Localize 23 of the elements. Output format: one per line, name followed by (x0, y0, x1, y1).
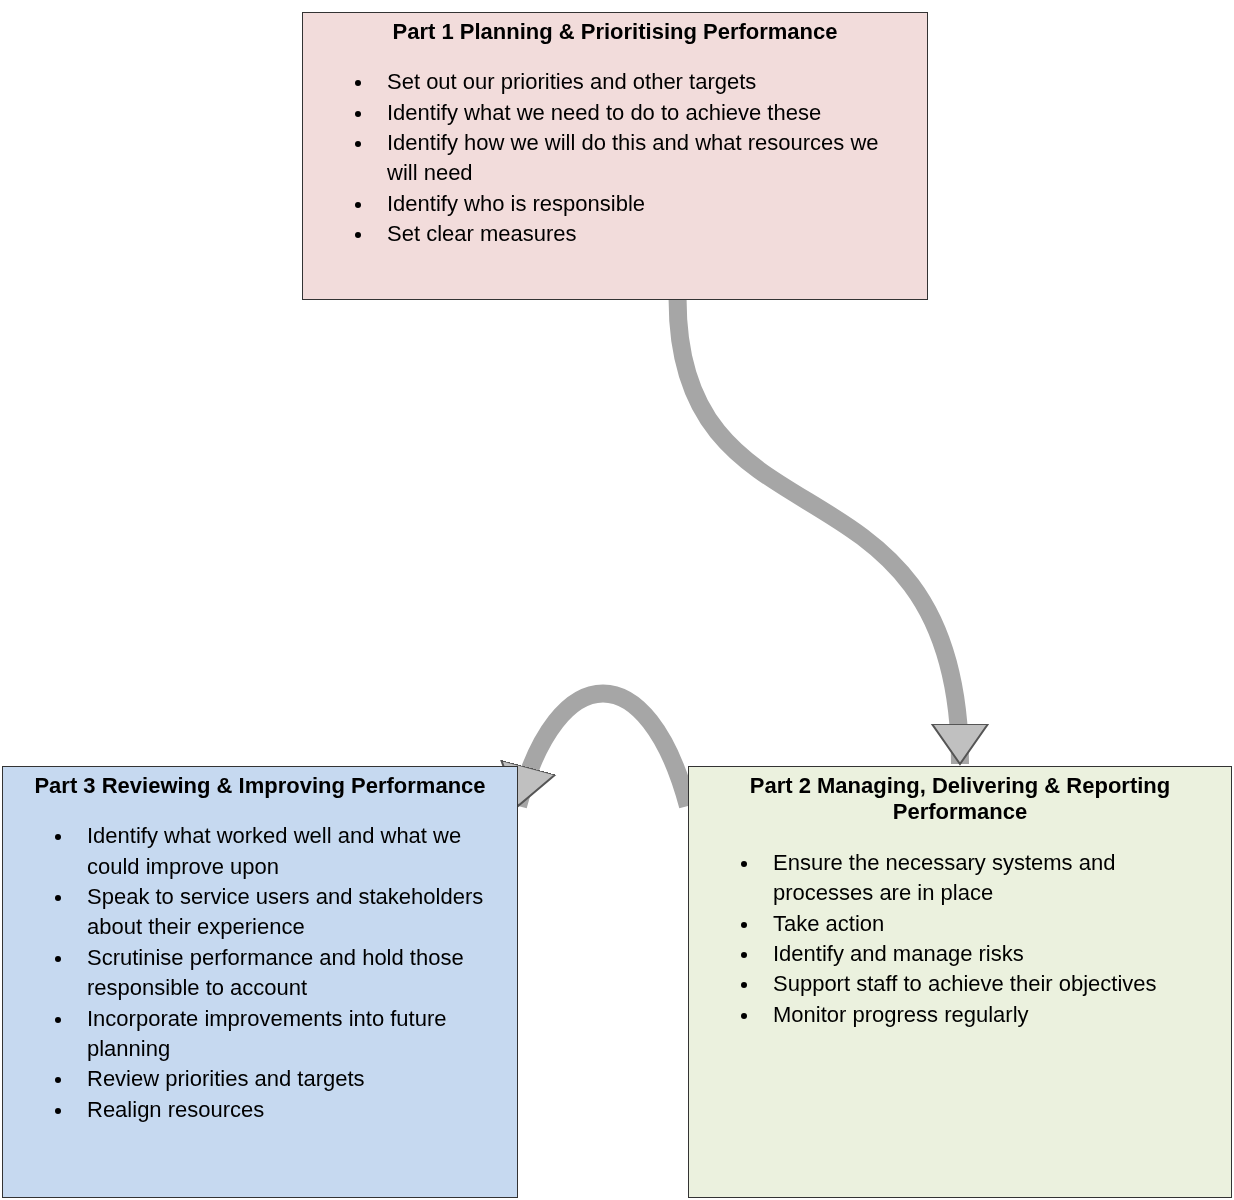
bullet-item: Incorporate improvements into future planning (47, 1003, 503, 1065)
curved-arrow (668, 299, 986, 765)
bullet-item: Support staff to achieve their objectives (733, 969, 1217, 1000)
bullet-item: Ensure the necessary systems and processes are in place (733, 847, 1217, 909)
bullet-item: Speak to service users and stakeholders about their experience (47, 882, 503, 943)
box-heading: Part 2 Managing, Delivering & Reporting Performance (748, 773, 1172, 826)
bullet-item: Take action (733, 908, 1217, 939)
text-box (302, 12, 928, 300)
bullet-item: Realign resources (47, 1094, 503, 1125)
bullet-item: Identify who is responsible (347, 188, 913, 220)
bullet-item: Identify what we need to do to achieve these (347, 97, 913, 129)
text-box (2, 766, 518, 1198)
bullet-item: Identify and manage risks (733, 938, 1217, 970)
bullet-item: Review priorities and targets (47, 1064, 503, 1095)
text-box (688, 766, 1232, 1198)
bullet-item: Identify how we will do this and what resources we will need (347, 128, 913, 189)
bullet-item: Set out our priorities and other targets (347, 67, 913, 98)
bullet-item: Scrutinise performance and hold those responsible to account (47, 942, 503, 1004)
bullet-item: Set clear measures (347, 219, 913, 250)
bullet-item: Identify what worked well and what we could improve upon (47, 821, 503, 883)
bullet-item: Monitor progress regularly (733, 999, 1217, 1030)
box-heading: Part 1 Planning & Prioritising Performance (391, 19, 839, 46)
box-heading: Part 3 Reviewing & Improving Performance (33, 773, 487, 800)
